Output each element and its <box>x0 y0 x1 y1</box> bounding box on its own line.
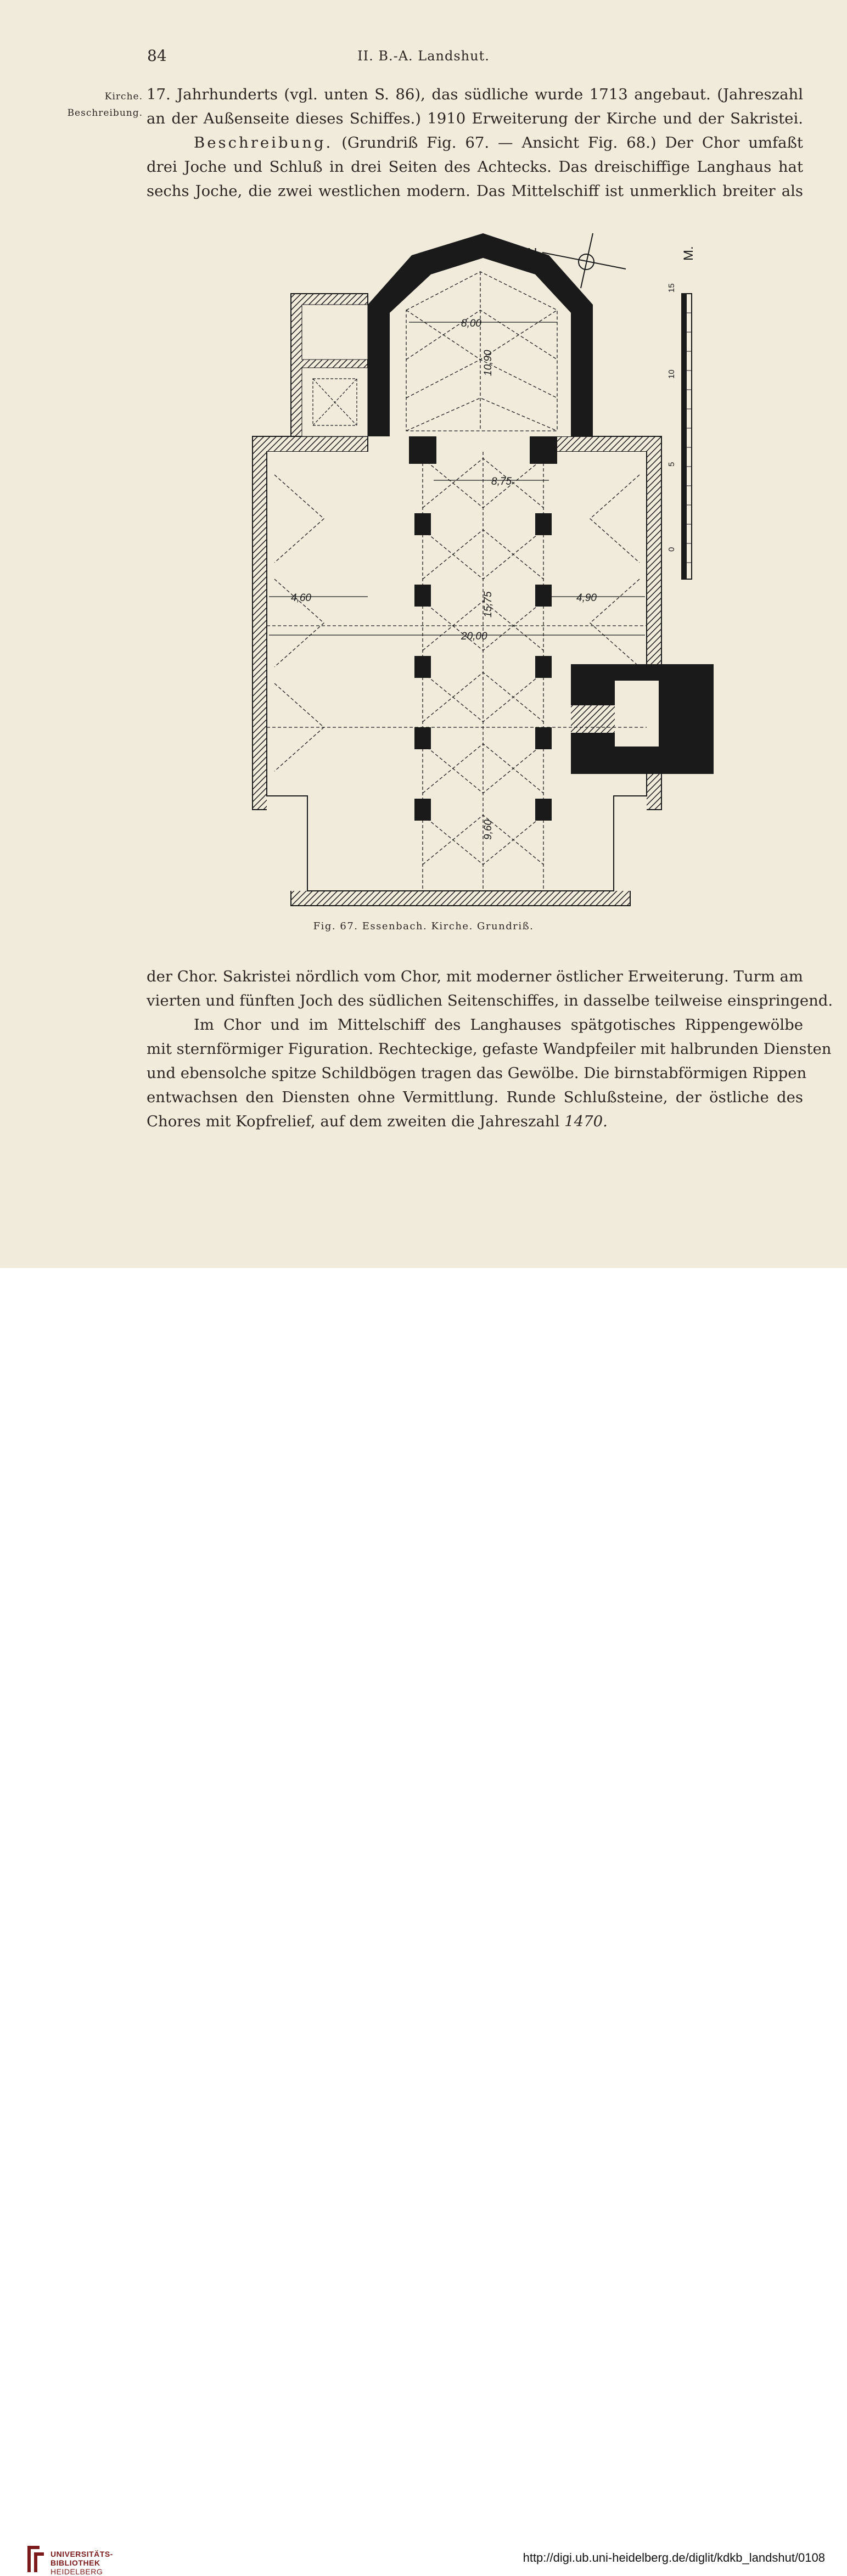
dim-nave-width: 8,75 <box>491 476 512 487</box>
library-name: UNIVERSITÄTS- BIBLIOTHEK HEIDELBERG <box>51 2550 113 2576</box>
scale-tick-label: 10 <box>667 369 676 379</box>
text-line: und ebensolche spitze Schildbögen tragen… <box>147 1064 807 1082</box>
scale-bar: M. 0 5 10 15 <box>667 246 696 580</box>
dimension-lines <box>269 322 645 636</box>
year-text: 1470. <box>564 1113 608 1130</box>
library-name-line: BIBLIOTHEK <box>51 2558 100 2567</box>
library-logo-icon <box>27 2546 44 2572</box>
bottom-paragraph: der Chor. Sakristei nördlich vom Chor, m… <box>147 964 833 1133</box>
scanned-page: 84 II. B.-A. Landshut. Kirche. Beschreib… <box>0 0 847 1268</box>
text-line: an der Außenseite dieses Schiffes.) 1910… <box>147 110 803 127</box>
text-line: entwachsen den Diensten ohne Vermittlung… <box>147 1088 803 1106</box>
dim-west-length: 9,60 <box>483 820 494 840</box>
margin-note-kirche: Kirche. <box>104 91 143 102</box>
text-line: der Chor. Sakristei nördlich vom Chor, m… <box>147 968 803 985</box>
page-number: 84 <box>147 47 167 65</box>
section-lead: Beschreibung. <box>194 134 333 151</box>
text-line: vierten und fünften Joch des südlichen S… <box>147 992 833 1009</box>
library-footer: UNIVERSITÄTS- BIBLIOTHEK HEIDELBERG http… <box>0 1268 847 2576</box>
text-line: Im Chor und im Mittelschiff des Langhaus… <box>194 1016 803 1034</box>
north-arrow: N <box>527 233 626 289</box>
figure-caption: Fig. 67. Essenbach. Kirche. Grundriß. <box>313 921 534 932</box>
dim-total-width: 20,00 <box>461 631 487 642</box>
text-line: Beschreibung. (Grundriß Fig. 67. — Ansic… <box>147 131 803 155</box>
text-run: (Grundriß Fig. 67. — Ansicht Fig. 68.) D… <box>333 134 803 151</box>
chor-vault <box>406 271 558 431</box>
margin-note-beschreibung: Beschreibung. <box>67 108 143 119</box>
dim-chor-width: 8,00 <box>461 318 481 329</box>
library-name-line: HEIDELBERG <box>51 2567 103 2576</box>
permalink[interactable]: http://digi.ub.uni-heidelberg.de/diglit/… <box>523 2551 825 2564</box>
floor-plan-figure: 8,00 10,90 8,75 15,75 4,60 4,90 20,00 9,… <box>252 233 714 906</box>
dim-nave-length: 15,75 <box>483 591 494 618</box>
scale-unit: M. <box>681 246 696 261</box>
dim-right-aisle: 4,90 <box>576 592 597 604</box>
text-line: Chores mit Kopfrelief, auf dem zweiten d… <box>147 1109 803 1133</box>
top-paragraph: 17. Jahrhunderts (vgl. unten S. 86), das… <box>147 82 803 203</box>
dim-left-aisle: 4,60 <box>291 592 311 604</box>
text-line: 17. Jahrhunderts (vgl. unten S. 86), das… <box>147 86 803 103</box>
library-name-line: UNIVERSITÄTS- <box>51 2550 113 2558</box>
text-run: Chores mit Kopfrelief, auf dem zweiten d… <box>147 1113 565 1130</box>
text-line: sechs Joche, die zwei westlichen modern.… <box>147 182 803 200</box>
scale-tick-label: 5 <box>667 462 676 467</box>
north-label: N <box>527 245 537 261</box>
dimension-labels: 8,00 10,90 8,75 15,75 4,60 4,90 20,00 9,… <box>291 318 597 840</box>
piers <box>409 436 557 821</box>
text-line: mit sternförmiger Figuration. Rechteckig… <box>147 1040 832 1058</box>
dim-chor-length: 10,90 <box>483 350 494 376</box>
text-line: drei Joche und Schluß in drei Seiten des… <box>147 158 803 176</box>
scale-tick-label: 15 <box>667 283 676 293</box>
scale-tick-label: 0 <box>667 547 676 552</box>
running-title: II. B.-A. Landshut. <box>357 48 490 64</box>
